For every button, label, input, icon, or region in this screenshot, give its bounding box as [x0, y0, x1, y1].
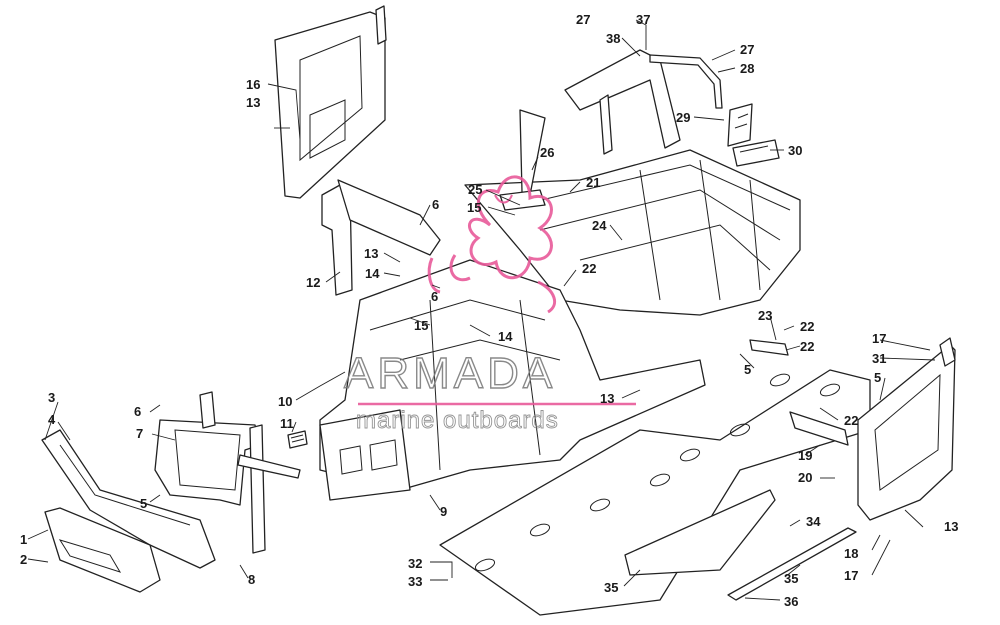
callout-label: 5: [874, 370, 881, 385]
callout-label: 20: [798, 470, 812, 485]
left-front-upright: [321, 179, 441, 296]
callout-labels: 1 2 3 4 5 5 5 6 6 6 7 8 9 10 11 12 13 13…: [20, 12, 958, 609]
callout-label: 5: [140, 496, 147, 511]
callout-label: 22: [582, 261, 596, 276]
callout-label: 6: [431, 289, 438, 304]
callout-label: 22: [844, 413, 858, 428]
callout-label: 30: [788, 143, 802, 158]
callout-label: 13: [246, 95, 260, 110]
watermark-brand: ARMADA: [344, 349, 556, 398]
callout-label: 27: [576, 12, 590, 27]
callout-label: 16: [246, 77, 260, 92]
callout-label: 3: [48, 390, 55, 405]
callout-label: 15: [467, 200, 481, 215]
callout-label: 21: [586, 175, 600, 190]
front-bumper: [44, 507, 161, 593]
callout-label: 2: [20, 552, 27, 567]
callout-label: 37: [636, 12, 650, 27]
callout-label: 26: [540, 145, 554, 160]
callout-label: 8: [248, 572, 255, 587]
callout-label: 14: [498, 329, 513, 344]
callout-label: 13: [600, 391, 614, 406]
callout-label: 17: [844, 568, 858, 583]
front-bumper-bracket: [154, 391, 301, 554]
watermark-tagline: marine outboards: [356, 407, 559, 434]
callout-label: 35: [784, 571, 798, 586]
callout-label: 19: [798, 448, 812, 463]
callout-label: 29: [676, 110, 690, 125]
callout-label: 34: [806, 514, 821, 529]
trim-strip: [727, 527, 857, 601]
callout-label: 23: [758, 308, 772, 323]
main-chassis-frame: [464, 49, 801, 316]
callout-label: 6: [432, 197, 439, 212]
callout-label: 22: [800, 339, 814, 354]
callout-label: 31: [872, 351, 886, 366]
callout-label: 12: [306, 275, 320, 290]
callout-label: 9: [440, 504, 447, 519]
center-frame-section: [319, 259, 706, 501]
callout-label: 15: [414, 318, 428, 333]
callout-label: 25: [468, 182, 482, 197]
callout-label: 5: [744, 362, 751, 377]
callout-label: 38: [606, 31, 620, 46]
callout-label: 18: [844, 546, 858, 561]
armada-logo-mark: [427, 175, 557, 314]
callout-label: 32: [408, 556, 422, 571]
warning-decal: [287, 430, 308, 449]
callout-label: 36: [784, 594, 798, 609]
grab-handle: [649, 54, 723, 109]
callout-label: 4: [48, 412, 56, 427]
callout-label: 10: [278, 394, 292, 409]
callout-label: 7: [136, 426, 143, 441]
right-side-panel: [857, 337, 956, 521]
callout-label: 1: [20, 532, 27, 547]
callout-label: 33: [408, 574, 422, 589]
callout-label: 13: [944, 519, 958, 534]
callout-label: 14: [365, 266, 380, 281]
callout-label: 28: [740, 61, 754, 76]
floor-skid-plate: [439, 369, 871, 616]
leader-lines: [27, 19, 936, 601]
callout-label: 17: [872, 331, 886, 346]
mount-bracket: [749, 339, 789, 356]
side-skid-plate: [624, 489, 776, 576]
callout-label: 24: [592, 218, 607, 233]
id-plate: [732, 139, 780, 167]
callout-label: 22: [800, 319, 814, 334]
callout-label: 35: [604, 580, 618, 595]
brush-guard: [41, 429, 216, 569]
callout-label: 27: [740, 42, 754, 57]
callout-label: 11: [280, 416, 294, 431]
left-side-panel: [274, 5, 387, 199]
callout-label: 6: [134, 404, 141, 419]
callout-label: 13: [364, 246, 378, 261]
decal-tags: [727, 103, 753, 147]
cross-brace: [789, 411, 849, 446]
armada-watermark: ARMADA marine outboards: [343, 175, 636, 434]
